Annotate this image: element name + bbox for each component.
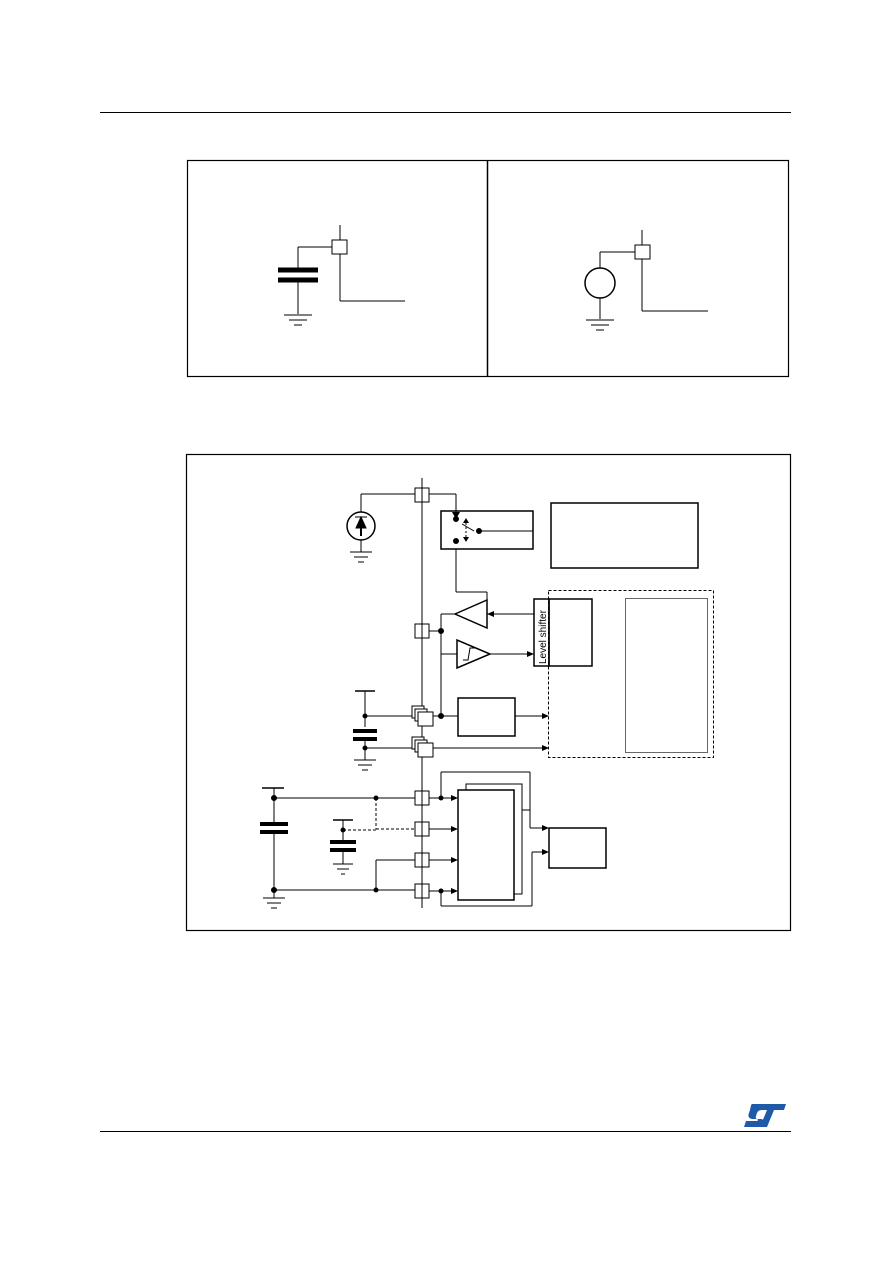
regulator-stack (457, 789, 515, 901)
block-diagram (185, 453, 792, 932)
analog-block (457, 697, 516, 737)
pin-pad (331, 239, 348, 255)
supply-pad-stack (417, 711, 434, 727)
right-panel-source-circuit (584, 230, 708, 331)
upper-figure (186, 159, 790, 378)
core-region (548, 590, 714, 758)
peripheral-block (550, 502, 699, 569)
output-block (548, 827, 607, 869)
footer-rule (100, 1131, 791, 1132)
pin-pad (634, 244, 651, 260)
output-buffer-icon (453, 598, 488, 630)
logic-block (548, 598, 593, 667)
left-panel-capacitor-circuit (278, 225, 405, 326)
schmitt-trigger-icon (456, 638, 492, 670)
pad-top (414, 487, 430, 503)
header-rule (100, 112, 791, 113)
level-shifter-label: Level shifter (538, 609, 549, 664)
st-logo (744, 1104, 786, 1127)
core-inner-block (625, 598, 708, 753)
block-diagram-frame (185, 453, 792, 932)
ground-pad-stack (417, 742, 434, 758)
source-circle-icon (584, 267, 616, 299)
